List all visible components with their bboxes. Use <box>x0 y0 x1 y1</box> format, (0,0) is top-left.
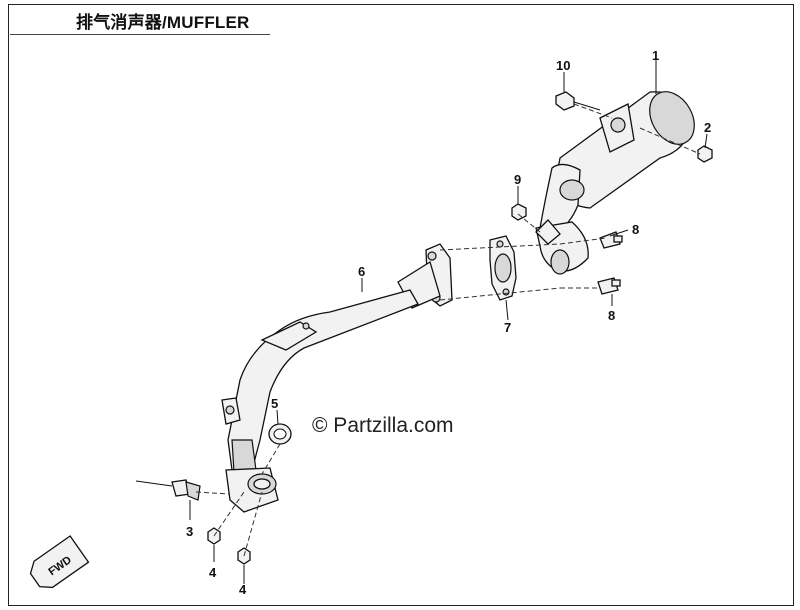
callout-6[interactable]: 6 <box>358 264 365 279</box>
callout-7[interactable]: 7 <box>504 320 511 335</box>
callout-8-upper[interactable]: 8 <box>632 222 639 237</box>
oxygen-sensor[interactable] <box>135 479 201 501</box>
callout-4-left[interactable]: 4 <box>209 565 217 580</box>
assembly-guide-lines <box>195 103 701 557</box>
bolt-lower[interactable] <box>597 277 621 295</box>
callout-leaders <box>189 60 708 584</box>
muffler-mount-nut[interactable] <box>697 145 713 163</box>
gasket[interactable] <box>489 235 517 301</box>
forward-direction-marker: FWD <box>29 535 90 589</box>
exhaust-pipe[interactable] <box>221 260 441 513</box>
diagram-frame <box>8 4 794 606</box>
watermark-text: © Partzilla.com <box>312 414 454 437</box>
muffler-inlet-flange[interactable] <box>535 219 589 275</box>
title-underline <box>10 34 270 35</box>
callout-5[interactable]: 5 <box>271 396 278 411</box>
callout-10[interactable]: 10 <box>556 58 570 73</box>
callout-4-right[interactable]: 4 <box>239 582 247 597</box>
callout-8-lower[interactable]: 8 <box>608 308 615 323</box>
muffler-nut[interactable] <box>511 203 527 221</box>
muffler-body[interactable] <box>539 84 703 233</box>
sealing-ring[interactable] <box>268 423 292 445</box>
callout-2[interactable]: 2 <box>704 120 711 135</box>
bolt-upper[interactable] <box>599 231 623 249</box>
callout-1[interactable]: 1 <box>652 48 659 63</box>
callout-3[interactable]: 3 <box>186 524 193 539</box>
page-title: 排气消声器/MUFFLER <box>76 13 250 32</box>
muffler-mount-bolt[interactable] <box>555 91 601 111</box>
callout-9[interactable]: 9 <box>514 172 521 187</box>
